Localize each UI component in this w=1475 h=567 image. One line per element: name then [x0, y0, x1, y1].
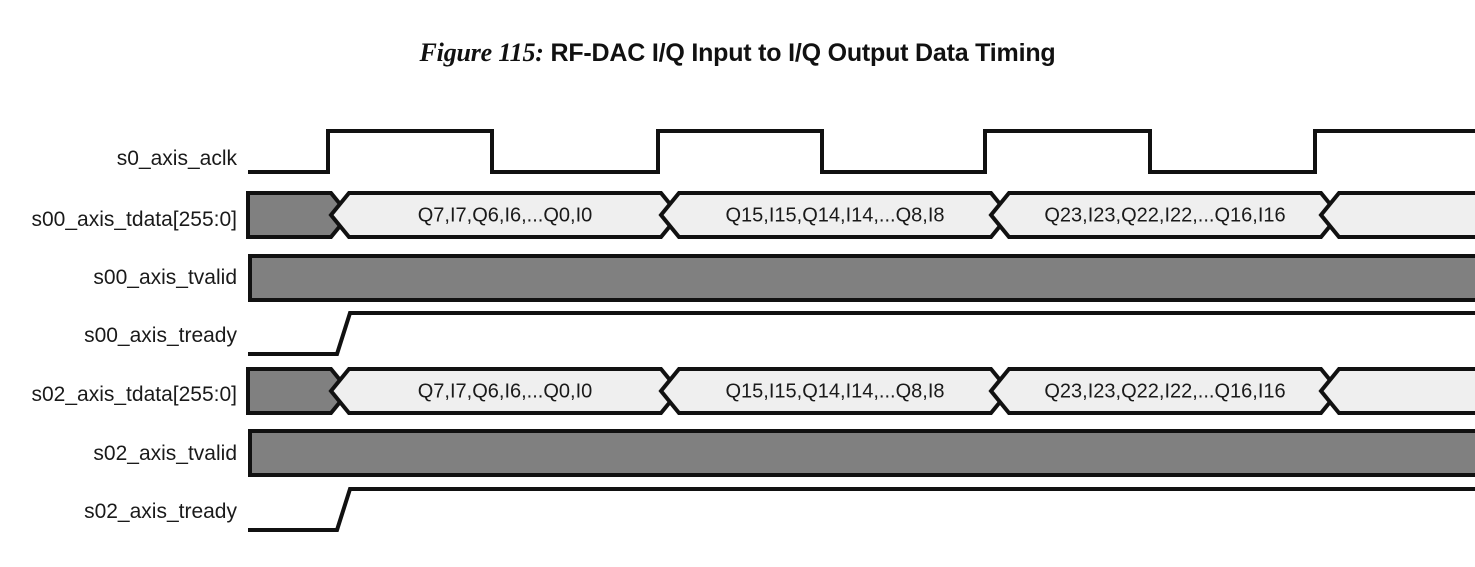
bus-cell-label: Q23,I23,Q22,I22,...Q16,I16 [1044, 204, 1285, 226]
bus-cell [988, 191, 1342, 239]
bus-cell [1318, 191, 1475, 239]
waveform-s00-axis-tdata: Q7,I7,Q6,I6,...Q0,I0 Q15,I15,Q14,I14,...Q… [246, 191, 1475, 239]
bus-cell-label: Q15,I15,Q14,I14,...Q8,I8 [725, 380, 944, 402]
waveform-s02-axis-tdata: Q7,I7,Q6,I6,...Q0,I0 Q15,I15,Q14,I14,...Q… [246, 367, 1475, 415]
bus-cell-label: Q7,I7,Q6,I6,...Q0,I0 [418, 380, 593, 402]
waveform-s00-axis-tready [248, 311, 1475, 356]
waveform-s02-axis-tvalid [248, 429, 1475, 477]
bus-cell [328, 367, 682, 415]
bus-cell [328, 191, 682, 239]
bus-cell-label: Q23,I23,Q22,I22,...Q16,I16 [1044, 380, 1285, 402]
bus-cell [658, 191, 1012, 239]
bus-cell-label: Q7,I7,Q6,I6,...Q0,I0 [418, 204, 593, 226]
signal-label-s00-axis-tdata: s00_axis_tdata[255:0] [31, 208, 238, 231]
signal-label-s0-axis-aclk: s0_axis_aclk [116, 147, 237, 170]
bus-cell [988, 367, 1342, 415]
signal-label-s02-axis-tvalid: s02_axis_tvalid [93, 442, 237, 465]
signal-label-s00-axis-tvalid: s00_axis_tvalid [93, 266, 237, 289]
signal-label-s00-axis-tready: s00_axis_tready [84, 324, 237, 347]
signal-label-s02-axis-tready: s02_axis_tready [84, 500, 237, 523]
figure-title: Figure 115: RF-DAC I/Q Input to I/Q Outp… [0, 38, 1475, 68]
waveform-s0-axis-aclk [248, 129, 1475, 174]
bus-cell [1318, 367, 1475, 415]
waveform-s02-axis-tready [248, 487, 1475, 532]
bus-cell-label: Q15,I15,Q14,I14,...Q8,I8 [725, 204, 944, 226]
waveform-s00-axis-tvalid [248, 254, 1475, 302]
figure-number: Figure 115: [419, 38, 544, 67]
figure-caption: RF-DAC I/Q Input to I/Q Output Data Timi… [550, 39, 1056, 67]
bus-cell [658, 367, 1012, 415]
signal-label-s02-axis-tdata: s02_axis_tdata[255:0] [31, 383, 238, 406]
